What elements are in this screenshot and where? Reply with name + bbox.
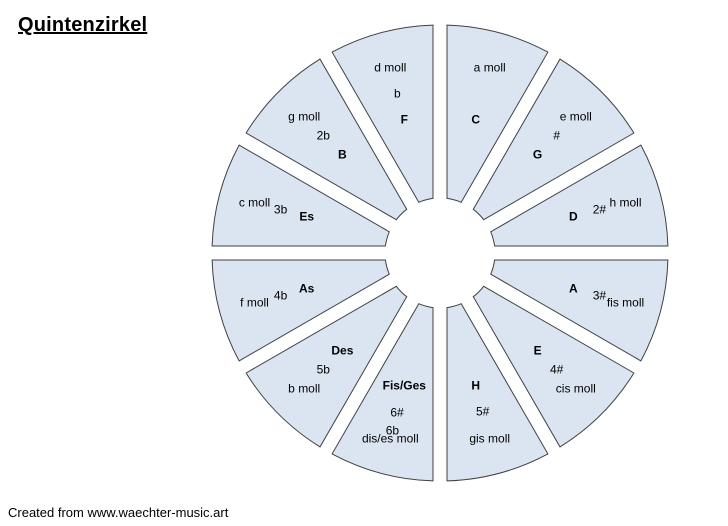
major-key-label: A	[568, 281, 578, 296]
wedge-G	[472, 58, 635, 221]
accidental-label: 2b	[316, 128, 330, 143]
minor-key-label: dis/es moll	[361, 431, 419, 445]
wedge-B	[245, 58, 408, 221]
wedge-D	[490, 144, 669, 247]
page-title: Quintenzirkel	[18, 14, 148, 36]
wedge-F	[331, 24, 434, 203]
minor-key-label: f moll	[240, 295, 269, 310]
major-key-label: As	[299, 281, 315, 296]
major-key-label: Fis/Ges	[382, 378, 426, 393]
major-key-label: F	[400, 112, 408, 127]
minor-key-label: e moll	[559, 109, 592, 124]
major-key-label: C	[471, 112, 481, 127]
major-key-label: Es	[299, 209, 315, 224]
credit-text: Created from www.waechter-music.art	[8, 505, 229, 520]
wedge-A	[490, 259, 669, 362]
minor-key-label: a moll	[473, 60, 506, 74]
wedge-Des	[245, 285, 408, 448]
wedge-Fis-Ges	[331, 303, 434, 482]
accidental-label: 2#	[592, 202, 607, 217]
major-key-label: D	[568, 209, 578, 224]
wedge-H	[446, 303, 549, 482]
accidental-label: 3b	[273, 202, 288, 217]
major-key-label: E	[533, 343, 542, 358]
wedge-C	[446, 24, 549, 203]
wedge-E	[472, 285, 635, 448]
minor-key-label: b moll	[288, 381, 321, 396]
accidental-label: 3#	[592, 288, 607, 303]
accidental-label: 4#	[550, 362, 564, 377]
accidental-label: 6#	[390, 405, 404, 420]
minor-key-label: g moll	[288, 109, 321, 124]
major-key-label: Des	[331, 343, 354, 358]
minor-key-label: gis moll	[469, 431, 511, 445]
minor-key-label: h moll	[609, 195, 642, 210]
major-key-label: H	[471, 378, 481, 393]
accidental-label: 6b	[385, 423, 400, 438]
wedge-As	[211, 259, 390, 362]
minor-key-label: c moll	[238, 195, 271, 210]
major-key-label: G	[532, 147, 543, 162]
minor-key-label: d moll	[374, 60, 407, 74]
accidental-label: 5b	[316, 362, 330, 377]
accidental-label: b	[393, 86, 401, 101]
accidental-label: #	[553, 128, 561, 143]
accidental-label: 4b	[273, 288, 288, 303]
minor-key-label: fis moll	[606, 295, 645, 310]
major-key-label: B	[338, 147, 347, 162]
accidental-label: 5#	[476, 404, 490, 419]
minor-key-label: cis moll	[555, 381, 596, 396]
wedge-Es	[211, 144, 390, 247]
